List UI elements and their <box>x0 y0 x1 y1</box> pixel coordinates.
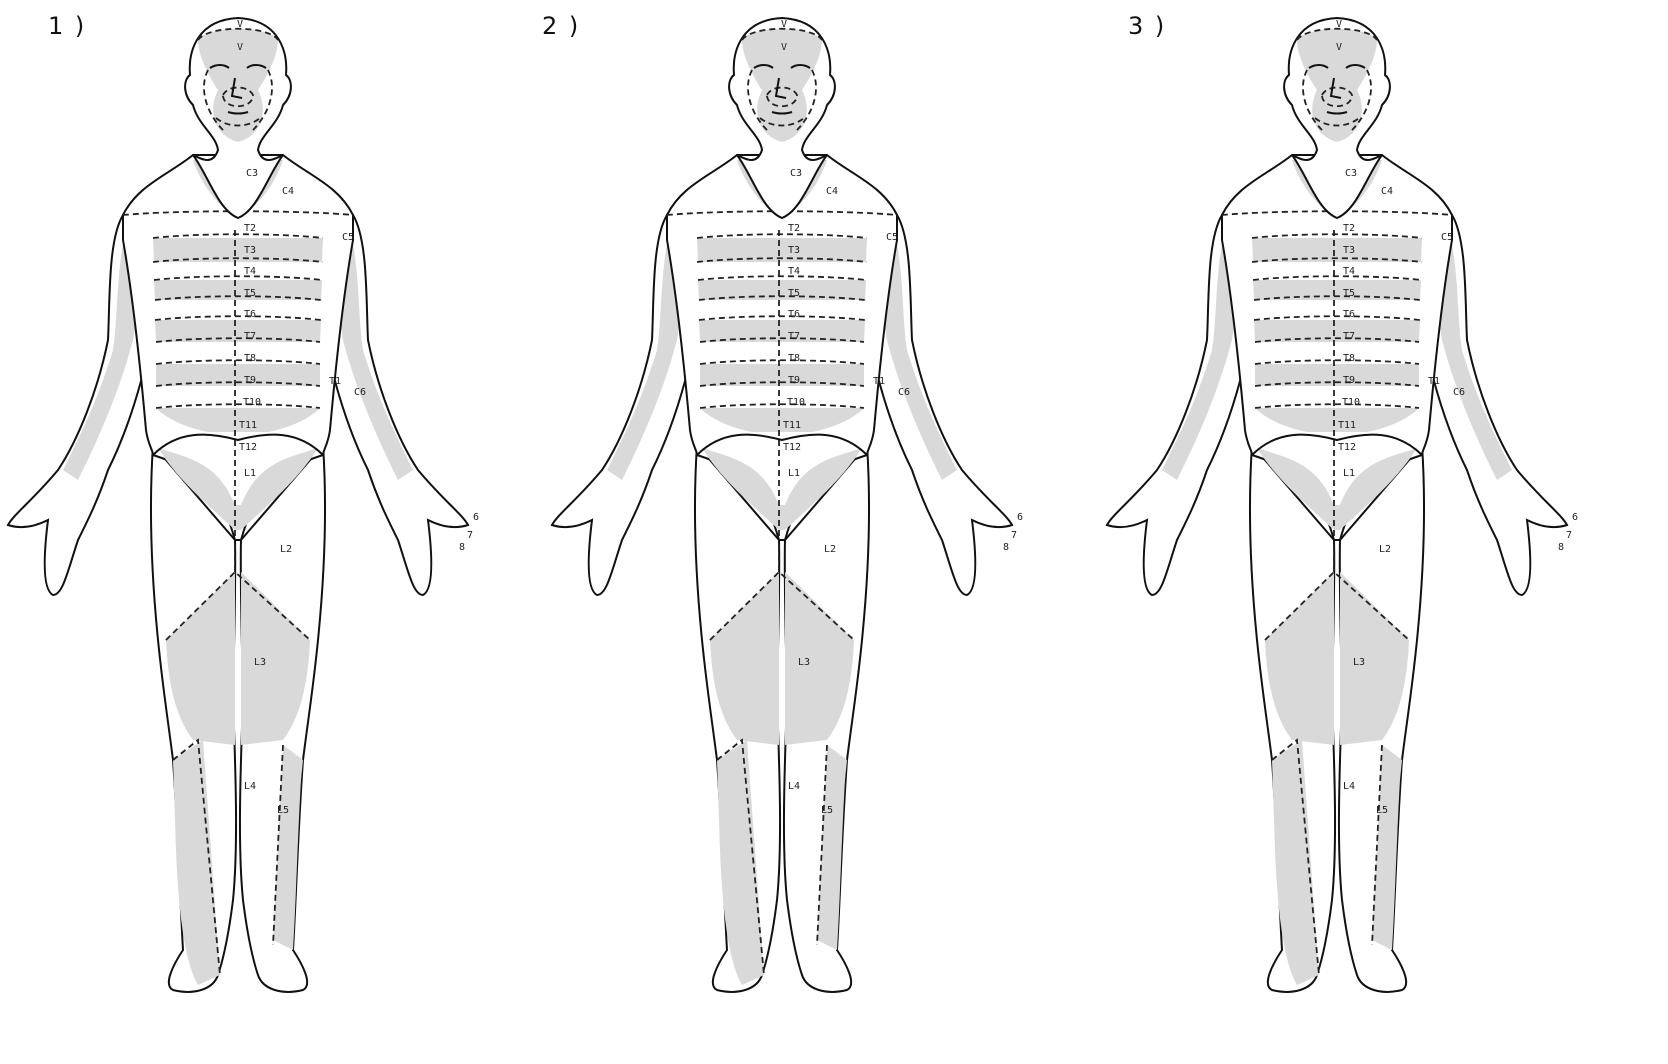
dermatome-label-l5-fig3: L5 <box>1376 805 1388 816</box>
dermatome-label-l1-fig2: L1 <box>788 468 800 479</box>
dermatome-label-t12-fig1: T12 <box>239 442 257 453</box>
dermatome-label-c3-fig2: C3 <box>790 168 802 179</box>
dermatome-label-t11-fig1: T11 <box>239 420 257 431</box>
dermatome-label-l2-fig3: L2 <box>1379 544 1391 555</box>
dermatome-label-v2-fig2: V <box>781 42 787 53</box>
dermatome-label-l1-fig1: L1 <box>244 468 256 479</box>
dermatome-label-t5-fig2: T5 <box>788 288 800 299</box>
dermatome-label-h7-fig1: 7 <box>467 530 473 541</box>
dermatome-label-t2-fig1: T2 <box>244 223 256 234</box>
dermatome-label-t1-fig2: T1 <box>873 376 885 387</box>
dermatome-label-t9-fig3: T9 <box>1343 375 1355 386</box>
dermatome-label-h6-fig2: 6 <box>1017 512 1023 523</box>
dermatome-label-l1-fig3: L1 <box>1343 468 1355 479</box>
dermatome-label-t12-fig3: T12 <box>1338 442 1356 453</box>
dermatome-label-c4-fig2: C4 <box>826 186 838 197</box>
dermatome-label-t10-fig3: T10 <box>1342 397 1360 408</box>
dermatome-label-h7-fig2: 7 <box>1011 530 1017 541</box>
dermatome-label-t1-fig3: T1 <box>1428 376 1440 387</box>
dermatome-label-t4-fig2: T4 <box>788 266 800 277</box>
dermatome-label-v2-fig3: V <box>1336 42 1342 53</box>
dermatome-label-t8-fig1: T8 <box>244 353 256 364</box>
body-figure-2 <box>552 18 1012 992</box>
dermatome-label-h6-fig1: 6 <box>473 512 479 523</box>
dermatome-label-l2-fig2: L2 <box>824 544 836 555</box>
dermatome-label-t3-fig1: T3 <box>244 245 256 256</box>
dermatome-label-t10-fig1: T10 <box>243 397 261 408</box>
dermatome-label-h7-fig3: 7 <box>1566 530 1572 541</box>
dermatome-label-t10-fig2: T10 <box>787 397 805 408</box>
dermatome-label-t12-fig2: T12 <box>783 442 801 453</box>
dermatome-label-l3-fig1: L3 <box>254 657 266 668</box>
dermatome-label-c3-fig3: C3 <box>1345 168 1357 179</box>
dermatome-label-t9-fig2: T9 <box>788 375 800 386</box>
dermatome-label-l4-fig2: L4 <box>788 781 800 792</box>
dermatome-label-t8-fig3: T8 <box>1343 353 1355 364</box>
dermatome-label-t2-fig3: T2 <box>1343 223 1355 234</box>
dermatome-label-v1-fig1: V <box>237 19 243 30</box>
dermatome-label-l2-fig1: L2 <box>280 544 292 555</box>
dermatome-label-t7-fig1: T7 <box>244 331 256 342</box>
dermatome-label-t1-fig1: T1 <box>329 376 341 387</box>
dermatome-label-t4-fig1: T4 <box>244 266 256 277</box>
dermatome-label-t2-fig2: T2 <box>788 223 800 234</box>
dermatome-label-v2-fig1: V <box>237 42 243 53</box>
dermatome-label-l3-fig3: L3 <box>1353 657 1365 668</box>
dermatome-label-c6-fig1: C6 <box>354 387 366 398</box>
dermatome-label-t5-fig1: T5 <box>244 288 256 299</box>
dermatome-label-t7-fig2: T7 <box>788 331 800 342</box>
dermatome-label-t11-fig3: T11 <box>1338 420 1356 431</box>
body-figure-3 <box>1107 18 1567 992</box>
dermatome-label-c4-fig3: C4 <box>1381 186 1393 197</box>
dermatome-label-t7-fig3: T7 <box>1343 331 1355 342</box>
dermatome-label-h8-fig1: 8 <box>459 542 465 553</box>
dermatome-label-l5-fig2: L5 <box>821 805 833 816</box>
dermatome-label-v1-fig3: V <box>1336 19 1342 30</box>
dermatome-label-l5-fig1: L5 <box>277 805 289 816</box>
dermatome-label-t6-fig3: T6 <box>1343 309 1355 320</box>
dermatome-label-c5-fig1: C5 <box>342 232 354 243</box>
dermatome-label-c6-fig2: C6 <box>898 387 910 398</box>
body-figure-1 <box>8 18 468 992</box>
dermatome-label-c5-fig3: C5 <box>1441 232 1453 243</box>
dermatome-label-t6-fig1: T6 <box>244 309 256 320</box>
dermatome-label-l3-fig2: L3 <box>798 657 810 668</box>
dermatome-label-t11-fig2: T11 <box>783 420 801 431</box>
dermatome-label-l4-fig3: L4 <box>1343 781 1355 792</box>
dermatome-label-t8-fig2: T8 <box>788 353 800 364</box>
dermatome-label-t5-fig3: T5 <box>1343 288 1355 299</box>
dermatome-label-t9-fig1: T9 <box>244 375 256 386</box>
dermatome-label-t4-fig3: T4 <box>1343 266 1355 277</box>
dermatome-label-v1-fig2: V <box>781 19 787 30</box>
dermatome-label-c5-fig2: C5 <box>886 232 898 243</box>
dermatome-label-h6-fig3: 6 <box>1572 512 1578 523</box>
dermatome-label-t6-fig2: T6 <box>788 309 800 320</box>
dermatome-label-t3-fig2: T3 <box>788 245 800 256</box>
dermatome-label-t3-fig3: T3 <box>1343 245 1355 256</box>
dermatome-label-l4-fig1: L4 <box>244 781 256 792</box>
dermatome-label-c4-fig1: C4 <box>282 186 294 197</box>
dermatome-label-h8-fig3: 8 <box>1558 542 1564 553</box>
dermatome-label-c3-fig1: C3 <box>246 168 258 179</box>
dermatome-label-c6-fig3: C6 <box>1453 387 1465 398</box>
dermatome-label-h8-fig2: 8 <box>1003 542 1009 553</box>
